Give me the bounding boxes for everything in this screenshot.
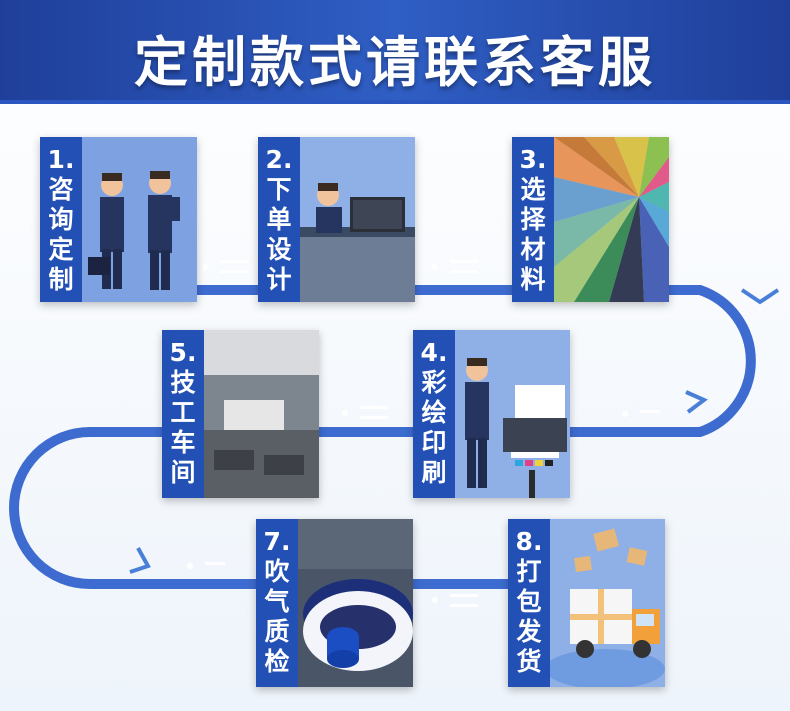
page-title: 定制款式请联系客服 <box>134 31 656 94</box>
step-card-workshop: 5.技工车间 <box>162 330 319 498</box>
inflatable-sofa-photo <box>298 519 413 687</box>
step-label: 2.下单设计 <box>258 137 300 302</box>
printer-illustration <box>455 330 570 498</box>
step-label: 1.咨询定制 <box>40 137 82 302</box>
header-divider <box>0 100 790 104</box>
header-banner: 定制款式请联系客服 <box>0 0 790 100</box>
step-card-printing: 4.彩绘印刷 <box>413 330 570 498</box>
step-label: 4.彩绘印刷 <box>413 330 455 498</box>
step-card-material: 3.选择材料 <box>512 137 669 302</box>
step-label: 8.打包发货 <box>508 519 550 687</box>
step-label: 3.选择材料 <box>512 137 554 302</box>
flow-arrow-right <box>685 390 708 414</box>
step-card-shipping: 8.打包发货 <box>508 519 665 687</box>
flow-line <box>9 285 756 589</box>
step-label: 7.吹气质检 <box>256 519 298 687</box>
consultants-illustration <box>82 137 197 302</box>
fabric-swatches-image <box>554 137 669 302</box>
step-card-inspection: 7.吹气质检 <box>256 519 413 687</box>
flow-arrow-left <box>129 547 151 574</box>
workshop-photo <box>204 330 319 498</box>
flow-arrow-top <box>740 288 780 305</box>
step-card-design: 2.下单设计 <box>258 137 415 302</box>
step-label: 5.技工车间 <box>162 330 204 498</box>
designer-illustration <box>300 137 415 302</box>
step-card-consult: 1.咨询定制 <box>40 137 197 302</box>
delivery-truck-illustration <box>550 519 665 687</box>
